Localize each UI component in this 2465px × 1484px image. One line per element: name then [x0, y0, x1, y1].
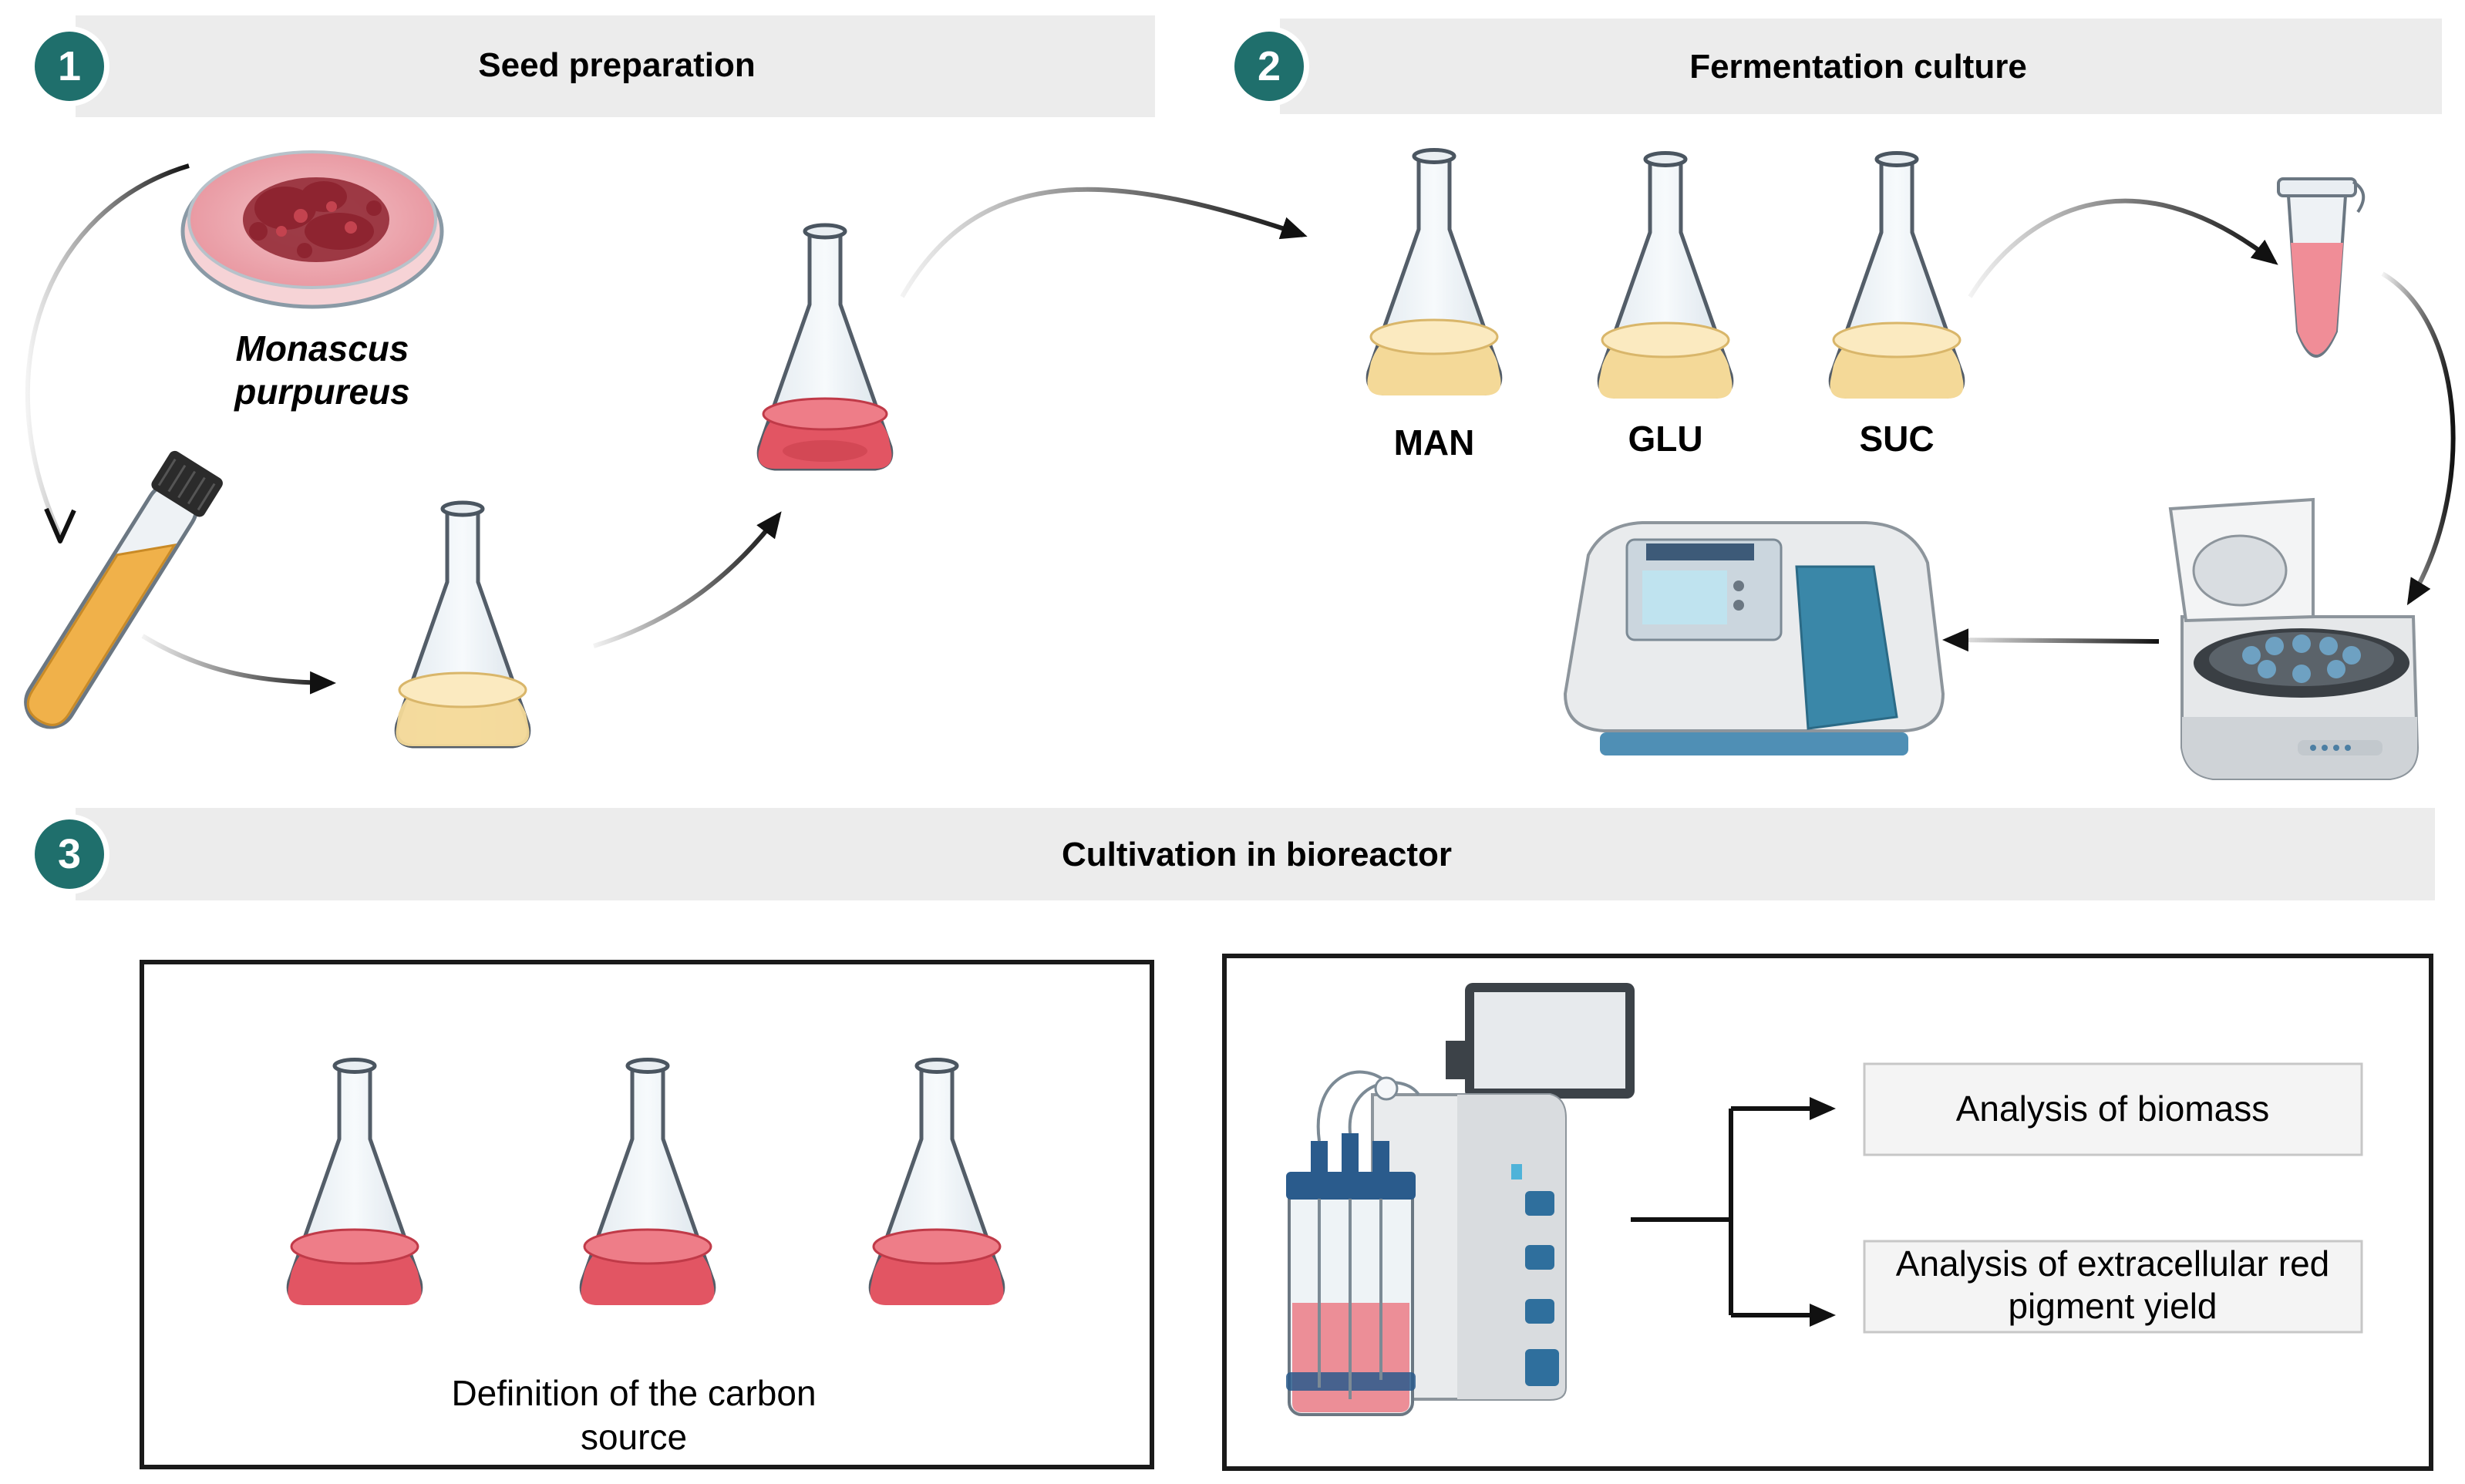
bioreactor-box	[1222, 954, 2433, 1471]
carbon-flask-2-icon	[581, 1060, 714, 1306]
step-3-title: Cultivation in bioreactor	[1062, 836, 1452, 873]
step-3-badge: 3	[29, 814, 109, 894]
spectrophotometer-icon	[1563, 521, 1945, 755]
definition-caption-line-1: Definition of the carbon	[451, 1373, 816, 1413]
pigment-analysis-box	[1863, 1240, 2363, 1334]
step-3-header-band	[76, 808, 2435, 900]
centrifuge-icon	[2168, 497, 2420, 780]
arrow-tube-to-flask	[141, 634, 336, 695]
seed-culture-flask-icon	[758, 225, 891, 469]
seed-flask-icon	[396, 503, 529, 746]
carbon-source-glu-label: GLU	[1628, 419, 1702, 459]
pigment-analysis-label-line-2: pigment yield	[2008, 1286, 2217, 1326]
carbon-source-box	[140, 960, 1154, 1469]
culture-tube-icon	[24, 450, 223, 729]
arrow-petri-to-tube-head	[44, 507, 76, 543]
flask-glu-icon	[1598, 153, 1732, 399]
arrow-seed-flask-to-red-flask	[593, 511, 782, 648]
flask-suc-icon	[1830, 153, 1963, 399]
sample-tube-icon	[2277, 177, 2366, 358]
step-1-badge: 1	[29, 26, 109, 106]
step-2-number: 2	[1258, 43, 1281, 89]
definition-caption-line-2: source	[581, 1417, 687, 1457]
biomass-analysis-box	[1863, 1062, 2363, 1156]
pigment-analysis-label-line-1: Analysis of extracellular red	[1896, 1243, 2329, 1284]
bioreactor-icon	[1286, 983, 1635, 1416]
step-2-badge: 2	[1229, 26, 1309, 106]
step-1-title: Seed preparation	[478, 46, 755, 84]
organism-name-line-1: Monascus	[236, 328, 409, 368]
petri-dish-icon	[180, 150, 444, 309]
carbon-source-man-label: MAN	[1394, 422, 1475, 463]
arrow-petri-to-tube	[25, 163, 190, 537]
carbon-flask-1-icon	[288, 1060, 421, 1306]
carbon-source-suc-label: SUC	[1859, 419, 1934, 459]
carbon-flask-3-icon	[870, 1060, 1003, 1306]
step-1-number: 1	[58, 43, 81, 89]
organism-name-line-2: purpureus	[233, 372, 409, 412]
arrow-to-fermentation	[900, 187, 1308, 298]
biomass-analysis-label: Analysis of biomass	[1956, 1089, 2270, 1129]
step-3-number: 3	[58, 831, 81, 877]
step-2-title: Fermentation culture	[1689, 48, 2027, 86]
arrow-centrifuge-to-spectrophotometer	[1942, 628, 2160, 652]
flask-man-icon	[1367, 150, 1500, 396]
arrow-tube-to-centrifuge	[2381, 271, 2456, 606]
arrow-flasks-to-sample-tube	[1968, 198, 2278, 298]
step-1-header-band	[76, 15, 1155, 117]
step-2-header-band	[1280, 19, 2442, 114]
